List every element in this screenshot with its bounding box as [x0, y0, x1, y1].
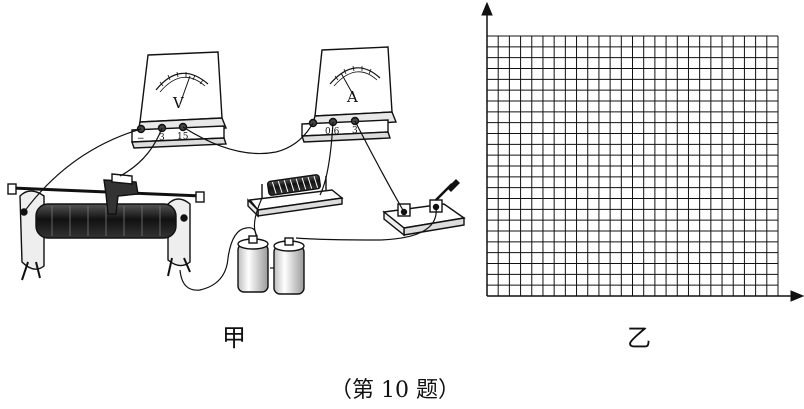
knife-switch — [382, 179, 466, 237]
voltmeter-terminal-15: 15 — [177, 132, 189, 142]
voltmeter-terminal-neg: − — [137, 134, 145, 144]
coordinate-axes — [481, 1, 804, 302]
voltmeter-symbol: V — [173, 94, 184, 112]
sliding-rheostat — [7, 173, 205, 281]
graph-paper-grid — [487, 35, 779, 296]
figure-label-yi: 乙 — [627, 324, 651, 352]
figure-label-jia: 甲 — [222, 324, 246, 352]
ammeter-symbol: A — [347, 88, 358, 106]
battery-pair — [237, 235, 305, 295]
coil-resistor — [247, 174, 344, 218]
voltmeter-terminal-3: 3 — [159, 133, 165, 143]
figure-caption: （第 10 题） — [330, 378, 460, 403]
connecting-wires — [23, 120, 437, 291]
ammeter-terminal-3: 3 — [352, 126, 358, 136]
circuit-apparatus — [7, 46, 466, 295]
ammeter — [301, 46, 398, 143]
ammeter-terminal-0-6: 0.6 — [325, 127, 340, 137]
